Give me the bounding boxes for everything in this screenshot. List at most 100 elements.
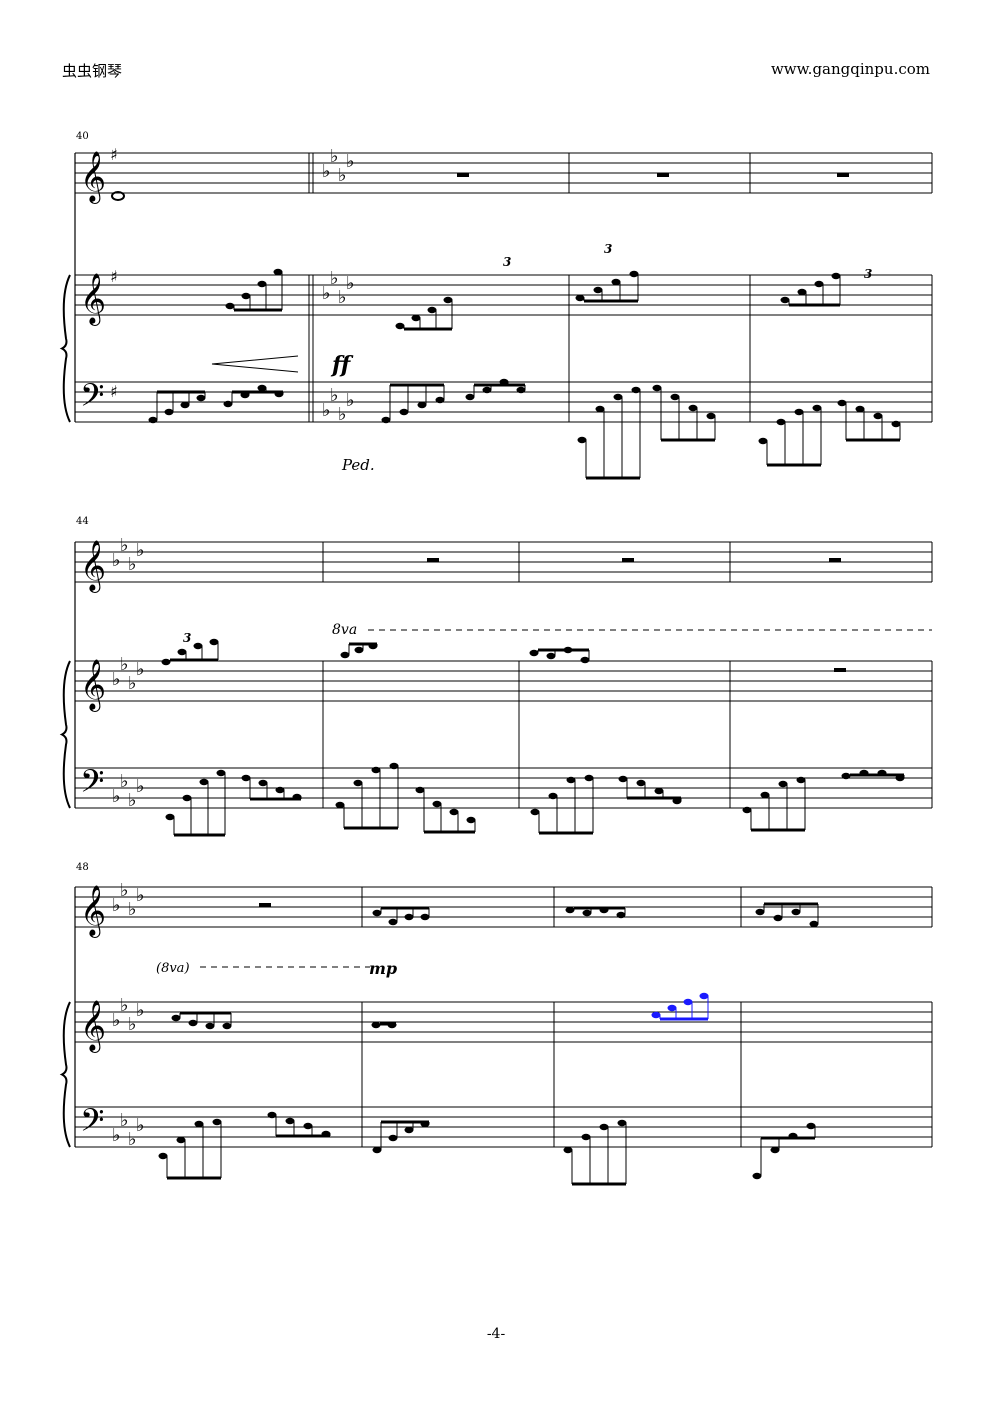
flat-sign: ♭ <box>112 1125 121 1146</box>
bass-note <box>873 412 883 420</box>
bass-note <box>303 1122 313 1130</box>
bass-note <box>199 778 209 786</box>
flat-sign: ♭ <box>128 673 137 694</box>
crescendo-hairpin <box>211 355 299 373</box>
triplet-mark: 3 <box>183 631 191 645</box>
flat-sign: ♭ <box>120 880 129 901</box>
flat-sign: ♭ <box>128 1129 137 1150</box>
piano-brace <box>59 274 71 423</box>
bass-note <box>584 774 594 782</box>
triplet-mark: 3 <box>604 242 612 256</box>
voice-note <box>565 906 575 914</box>
flat-sign: ♭ <box>346 151 355 172</box>
site-url[interactable]: www.gangqinpu.com <box>770 60 930 78</box>
measure-number-48: 48 <box>76 862 89 873</box>
flat-sign: ♭ <box>338 287 347 308</box>
bass-note <box>770 1146 780 1154</box>
chord-note <box>814 280 824 288</box>
bass-note <box>381 416 391 424</box>
flat-sign: ♭ <box>322 283 331 304</box>
bass-note <box>599 1123 609 1131</box>
bass-note <box>223 400 233 408</box>
bass-note <box>812 404 822 412</box>
chord-note <box>780 296 790 304</box>
bass-note <box>742 806 752 814</box>
triplet-mark: 3 <box>864 267 872 281</box>
flat-sign: ♭ <box>136 659 145 680</box>
highlighted-note <box>667 1004 677 1012</box>
flat-sign: ♭ <box>330 385 339 406</box>
bass-note <box>595 405 605 413</box>
bass-clef: 𝄢 <box>80 763 104 807</box>
bass-note <box>196 394 206 402</box>
bass-note <box>148 416 158 424</box>
bass-note <box>760 791 770 799</box>
measure-number-40: 40 <box>76 131 89 142</box>
chord-note <box>831 272 841 280</box>
bass-note <box>758 437 768 445</box>
bass-note <box>353 779 363 787</box>
treble-clef: 𝄞 <box>80 885 106 938</box>
treble-note <box>580 656 590 664</box>
bass-note <box>267 1111 277 1119</box>
flat-sign: ♭ <box>322 400 331 421</box>
page-number: -4- <box>486 1326 506 1342</box>
flat-sign: ♭ <box>120 1110 129 1131</box>
chord-note <box>593 286 603 294</box>
bass-note <box>257 384 267 392</box>
chord-note <box>273 268 283 276</box>
bass-note <box>275 786 285 794</box>
chord-note <box>177 648 187 656</box>
whole-rest <box>657 173 669 177</box>
bass-note <box>164 408 174 416</box>
bass-note <box>618 775 628 783</box>
bass-note <box>399 408 409 416</box>
chord-note <box>395 322 405 330</box>
flat-sign: ♭ <box>112 786 121 807</box>
bass-note <box>855 405 865 413</box>
treble-note <box>546 652 556 660</box>
flat-sign: ♭ <box>338 165 347 186</box>
bass-note <box>776 418 786 426</box>
bass-note <box>516 386 526 394</box>
voice-note <box>773 914 783 922</box>
flat-sign: ♭ <box>112 550 121 571</box>
bass-note <box>389 762 399 770</box>
chord-note <box>411 314 421 322</box>
fortissimo-marking: ff <box>330 352 354 378</box>
flat-sign: ♭ <box>136 885 145 906</box>
staff-lines: 𝄞𝄞𝄢𝄞𝄞𝄢𝄞𝄞𝄢♭♭♭♭♭♭♭♭♭♭♭♭♭♭♭♭♭♭♭♭♭♭♭♭♭♭♭♭♭♭♭… <box>59 145 933 1150</box>
bass-note <box>212 1118 222 1126</box>
bass-note <box>530 808 540 816</box>
treble-clef: 𝄞 <box>80 659 106 712</box>
bass-note <box>837 399 847 407</box>
flat-sign: ♭ <box>330 146 339 167</box>
flat-sign: ♭ <box>128 899 137 920</box>
chord-note <box>241 292 251 300</box>
flat-sign: ♭ <box>136 540 145 561</box>
ottava-marking: 8va <box>332 622 357 638</box>
bass-note <box>778 780 788 788</box>
bass-note <box>617 1119 627 1127</box>
bass-note <box>165 813 175 821</box>
highlighted-note <box>699 992 709 1000</box>
bass-note <box>241 774 251 782</box>
sharp-sign: ♯ <box>110 267 118 286</box>
whole-rest <box>622 558 634 562</box>
treble-clef: 𝄞 <box>80 151 106 204</box>
bass-note <box>449 808 459 816</box>
note-heads <box>111 173 932 1186</box>
bass-note <box>631 386 641 394</box>
flat-sign: ♭ <box>128 554 137 575</box>
bass-note <box>654 787 664 795</box>
bass-note <box>182 794 192 802</box>
flat-sign: ♭ <box>120 654 129 675</box>
voice-note <box>809 920 819 928</box>
voice-note <box>388 918 398 926</box>
flat-sign: ♭ <box>136 1000 145 1021</box>
bass-note <box>415 786 425 794</box>
bass-note <box>652 384 662 392</box>
treble-note <box>171 1014 181 1022</box>
voice-note <box>420 913 430 921</box>
